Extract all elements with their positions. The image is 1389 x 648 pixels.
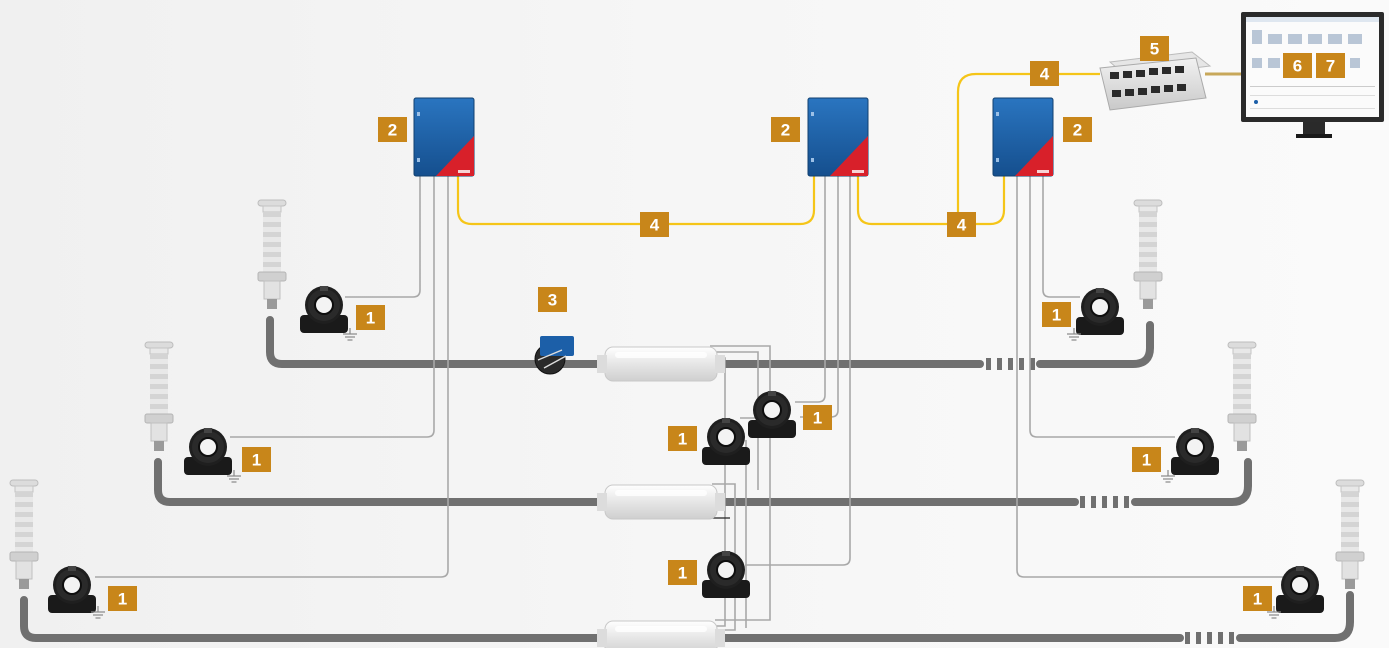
badge-fibre-link: 4 xyxy=(640,212,669,237)
badge-ct-sensor: 1 xyxy=(668,560,697,585)
badge-label: 1 xyxy=(1253,590,1262,609)
badge-acquisition-unit: 2 xyxy=(771,117,800,142)
badge-label: 1 xyxy=(1142,451,1151,470)
badge-acquisition-unit: 2 xyxy=(1063,117,1092,142)
badge-fibre-link: 4 xyxy=(1030,61,1059,86)
fibre-optic-links xyxy=(456,72,1100,226)
calibrator-icon xyxy=(534,336,574,375)
badge-ct-sensor: 1 xyxy=(668,426,697,451)
badge-ct-sensor: 1 xyxy=(242,447,271,472)
badge-label: 1 xyxy=(1052,306,1061,325)
badge-label: 2 xyxy=(781,121,790,140)
cable-continuation-marks xyxy=(986,358,1234,644)
badge-label: 4 xyxy=(957,216,967,235)
badge-software-7: 7 xyxy=(1316,53,1345,78)
badge-label: 1 xyxy=(678,430,687,449)
badge-ct-sensor: 1 xyxy=(803,405,832,430)
badge-ct-sensor: 1 xyxy=(1243,586,1272,611)
badge-label: 2 xyxy=(1073,121,1082,140)
monitor-icon xyxy=(1241,12,1384,138)
badge-calibrator: 3 xyxy=(538,287,567,312)
badge-ct-sensor: 1 xyxy=(108,586,137,611)
switch-icon xyxy=(1099,51,1212,111)
badge-ct-sensor: 1 xyxy=(356,305,385,330)
badge-ct-sensor: 1 xyxy=(1132,447,1161,472)
badges: 1 1 1 1 1 1 1 1 xyxy=(108,36,1345,611)
badge-label: 7 xyxy=(1326,57,1335,76)
badge-label: 1 xyxy=(813,409,822,428)
badge-fibre-link: 4 xyxy=(947,212,976,237)
badge-label: 4 xyxy=(1040,65,1050,84)
badge-label: 4 xyxy=(650,216,660,235)
badge-switch: 5 xyxy=(1140,36,1169,61)
badge-software-6: 6 xyxy=(1283,53,1312,78)
badge-label: 3 xyxy=(548,291,557,310)
badge-label: 1 xyxy=(252,451,261,470)
badge-label: 6 xyxy=(1293,57,1302,76)
badge-label: 5 xyxy=(1150,40,1159,59)
badge-label: 1 xyxy=(366,309,375,328)
badge-label: 1 xyxy=(118,590,127,609)
badge-ct-sensor: 1 xyxy=(1042,302,1071,327)
badge-label: 2 xyxy=(388,121,397,140)
badge-label: 1 xyxy=(678,564,687,583)
badge-acquisition-unit: 2 xyxy=(378,117,407,142)
